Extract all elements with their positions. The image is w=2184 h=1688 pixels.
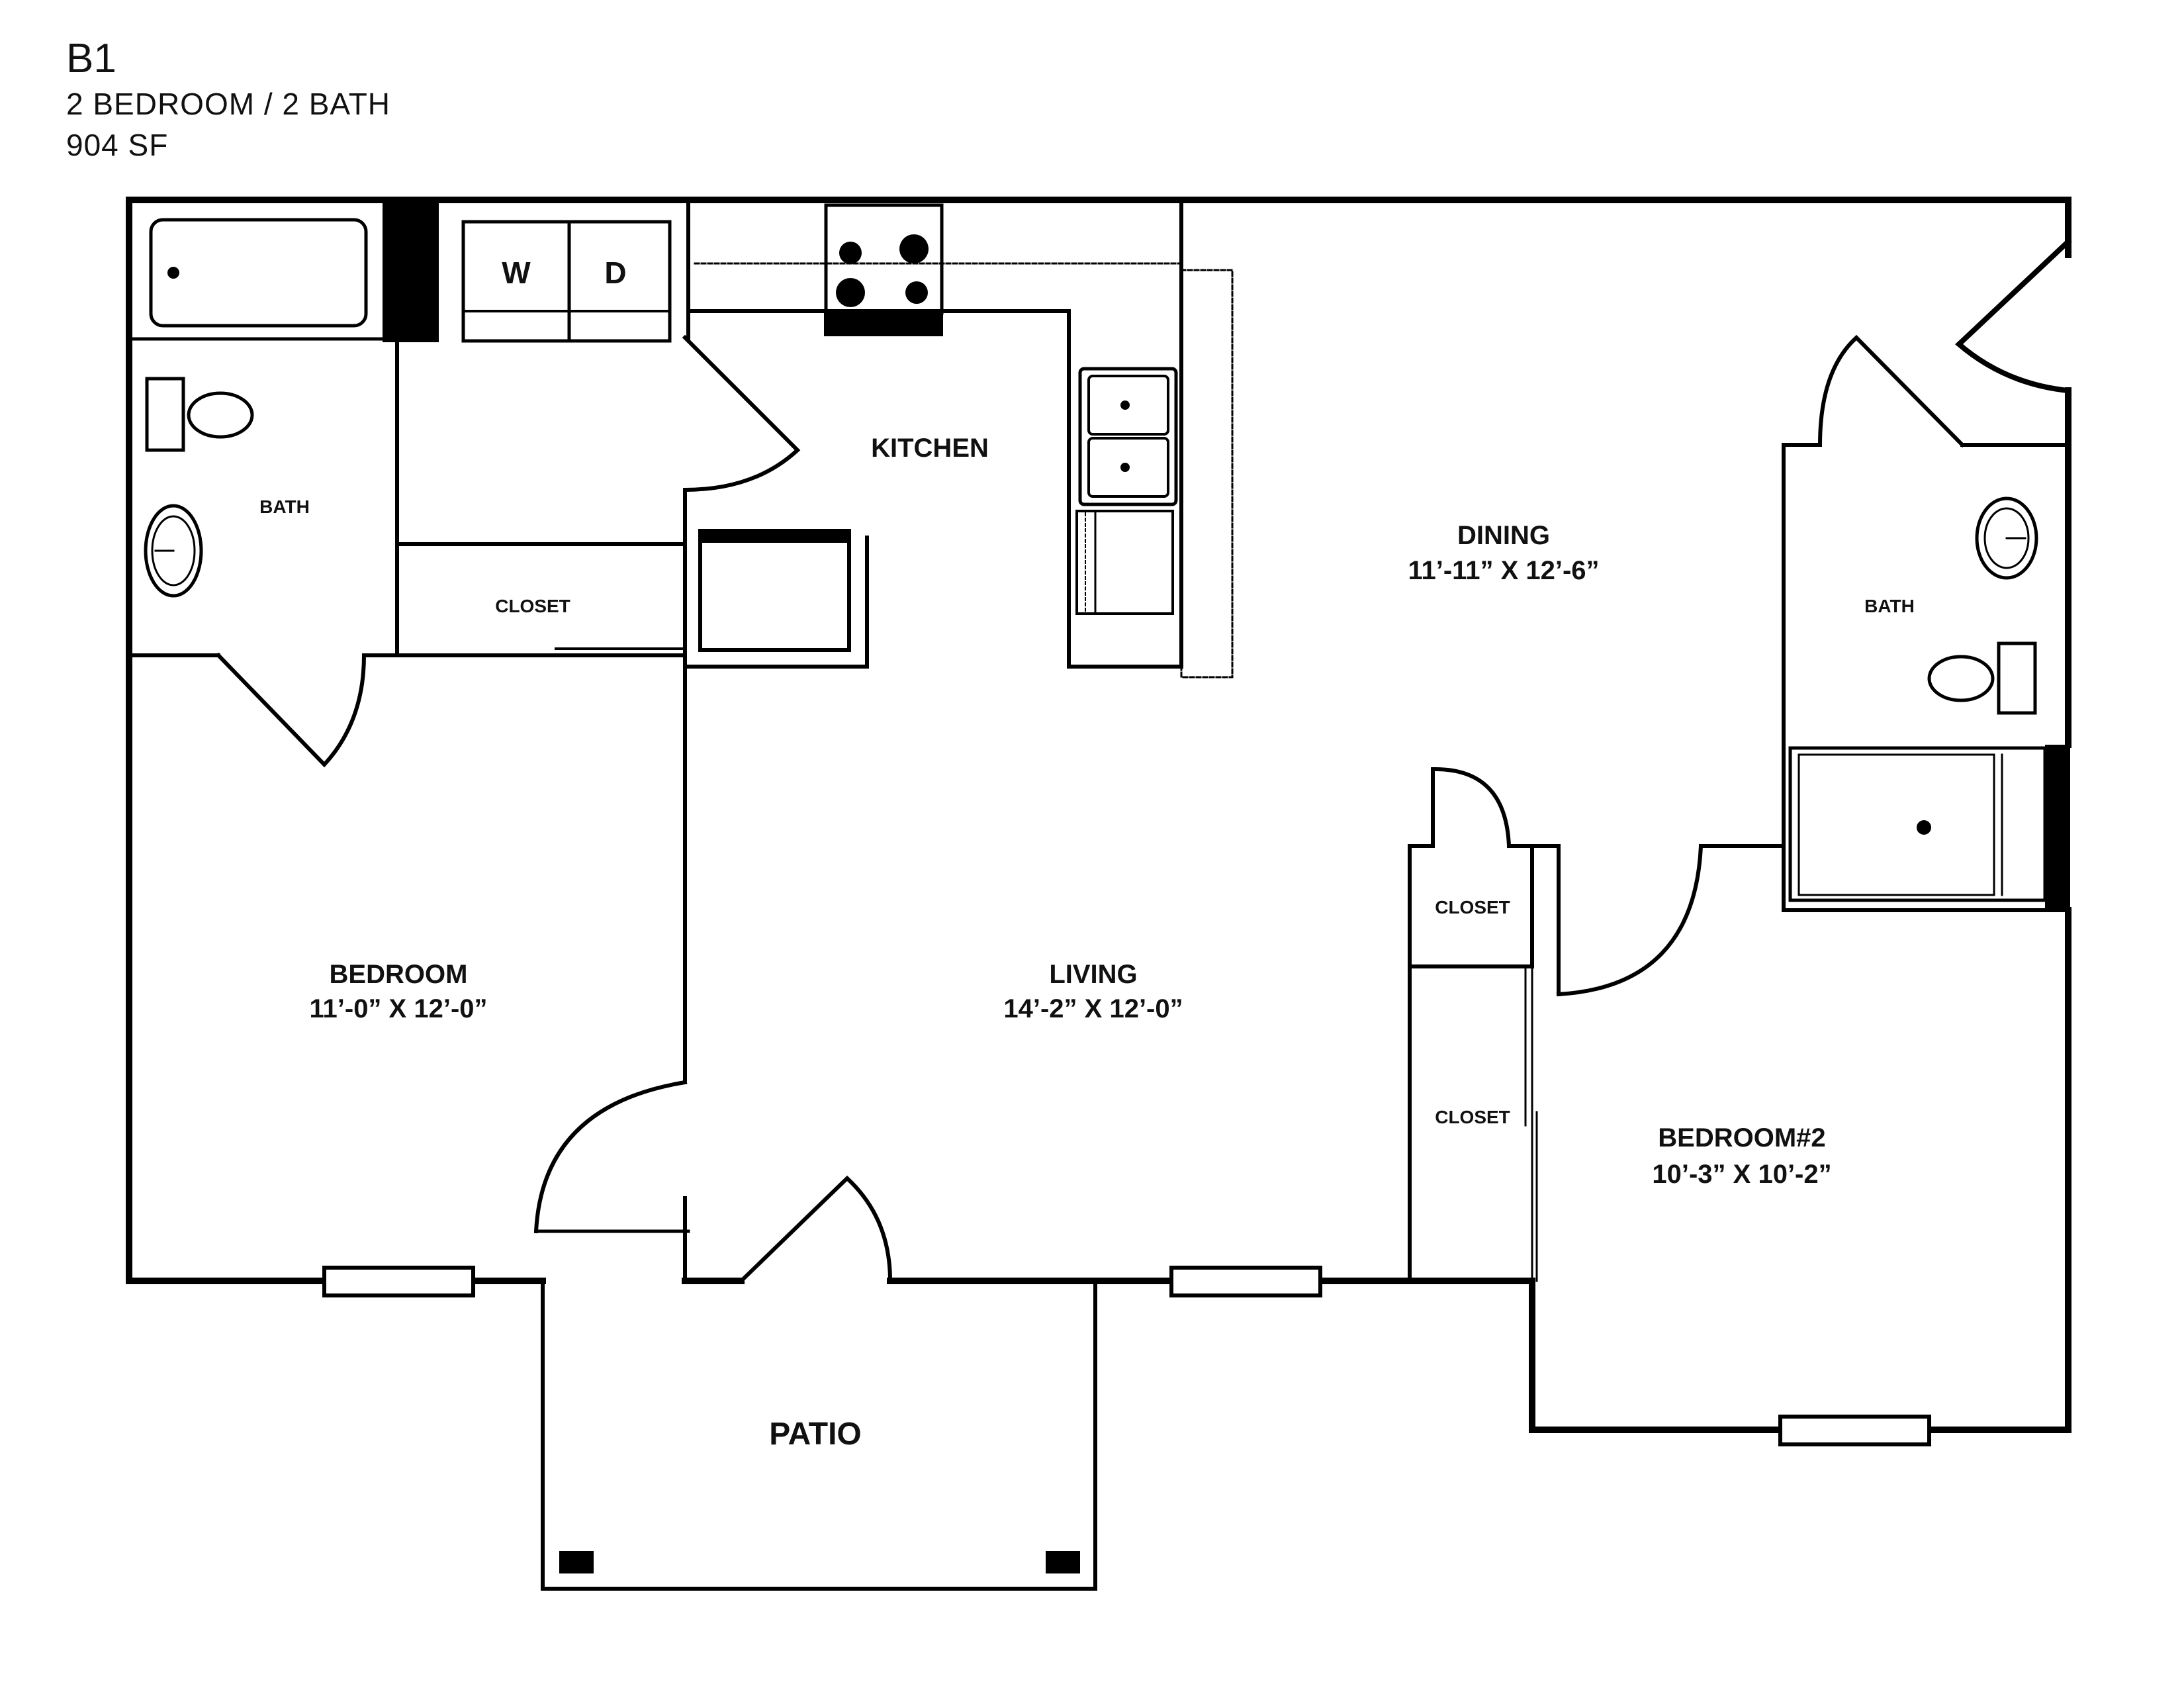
- dining-label: DINING: [1457, 521, 1550, 550]
- sink-1: [144, 504, 203, 598]
- toilet-tank: [145, 377, 185, 452]
- bedroom1-dims: 11’-0” X 12’-0”: [309, 994, 487, 1023]
- unit-beds-baths: 2 BEDROOM / 2 BATH: [66, 87, 391, 121]
- unit-code: B1: [66, 36, 116, 81]
- dryer-label: D: [604, 256, 626, 290]
- unit-header: B1 2 BEDROOM / 2 BATH 904 SF: [66, 34, 390, 165]
- kitchen-sink: [1078, 367, 1178, 506]
- closet2-label: CLOSET: [1435, 897, 1510, 917]
- toilet-tank-2: [1997, 641, 2037, 715]
- bedroom1-label: BEDROOM: [330, 960, 468, 989]
- bath2-door: [1817, 334, 1966, 448]
- bathtub: [149, 218, 368, 328]
- closet1-label: CLOSET: [495, 596, 570, 616]
- patio-post-left: [559, 1551, 594, 1573]
- laundry-door: [682, 334, 801, 492]
- closet3-label: CLOSET: [1435, 1107, 1510, 1127]
- exterior-wall: [126, 197, 2071, 1433]
- bedroom2-door: [1556, 843, 1704, 997]
- bedroom2-label: BEDROOM#2: [1658, 1123, 1825, 1152]
- patio-outline: [541, 1279, 1097, 1591]
- dishwasher: [1075, 510, 1174, 615]
- dryer: [567, 220, 672, 343]
- kitchen-label: KITCHEN: [871, 434, 989, 463]
- unit-area: 904 SF: [66, 128, 169, 162]
- bedroom1-door-bath: [215, 652, 367, 768]
- bath1-wall-block: [383, 203, 439, 342]
- refrigerator: [698, 529, 851, 652]
- bath2-label: BATH: [1864, 596, 1915, 616]
- washer-label: W: [502, 256, 531, 290]
- bath1-label: BATH: [259, 496, 310, 517]
- dining-dims: 11’-11” X 12’-6”: [1408, 556, 1599, 585]
- bar-counter: [1180, 269, 1234, 679]
- window-living: [1169, 1266, 1322, 1297]
- sink-2: [1975, 496, 2038, 580]
- bedroom2-dims: 10’-3” X 10’-2”: [1652, 1160, 1831, 1189]
- entry-door: [1955, 238, 2072, 394]
- toilet-bowl: [187, 391, 254, 439]
- bath2-wall-block: [2045, 745, 2070, 910]
- bedroom1-door: [533, 1080, 688, 1234]
- window-bedroom2: [1778, 1415, 1931, 1446]
- patio-label: PATIO: [769, 1417, 862, 1452]
- closet-door-small: [1431, 767, 1512, 849]
- toilet-bowl-2: [1927, 655, 1995, 702]
- living-dims: 14’-2” X 12’-0”: [1003, 994, 1183, 1023]
- window-bedroom: [322, 1266, 475, 1297]
- living-label: LIVING: [1049, 960, 1137, 989]
- patio-door: [738, 1175, 893, 1284]
- patio-post-right: [1046, 1551, 1080, 1573]
